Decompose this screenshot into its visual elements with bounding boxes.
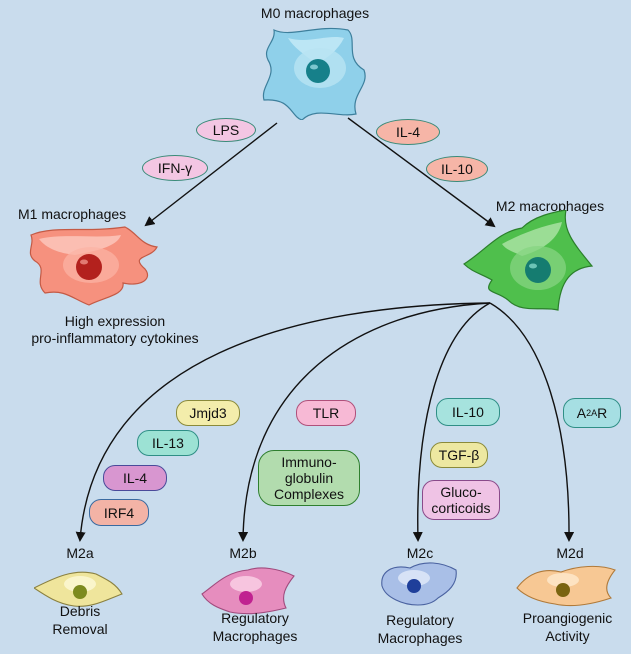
arrow-m2-to-m2d: [489, 302, 575, 542]
arrow-m0-to-m1: [144, 122, 278, 227]
gluco-line2: corticoids: [431, 500, 491, 516]
tgf-beta-pill: TGF-β: [430, 442, 488, 468]
a2a-sub: 2A: [586, 408, 598, 418]
m2d-desc-line2: Activity: [545, 628, 590, 644]
m2b-desc-line1: Regulatory: [221, 610, 289, 626]
arrow-m0-to-m2: [347, 117, 496, 228]
m2d-desc-line1: Proangiogenic: [522, 610, 613, 626]
il4-pill: IL-4: [376, 119, 440, 145]
arrow-m2-to-m2c: [412, 302, 491, 542]
a2a-main: A: [576, 405, 587, 421]
tlr-pill: TLR: [296, 400, 356, 426]
m0-label: M0 macrophages: [260, 5, 370, 21]
immunoglobulin-complexes-pill: Immuno- globulin Complexes: [258, 450, 360, 506]
m2d-label: M2d: [556, 545, 584, 561]
m2a-desc-line2: Removal: [52, 621, 108, 637]
a2a-tail: R: [597, 405, 608, 421]
m2c-desc-line1: Regulatory: [386, 612, 454, 628]
m2c-label: M2c: [406, 545, 434, 561]
immuno-line3: Complexes: [273, 486, 345, 502]
arrow-m2-to-m2a: [75, 302, 491, 542]
m2-label: M2 macrophages: [495, 198, 605, 214]
m2a-il4-pill: IL-4: [103, 465, 167, 491]
m2c-macrophage-cell: [381, 562, 457, 606]
immuno-line1: Immuno-: [281, 454, 337, 470]
m2d-macrophage-cell: [516, 565, 616, 607]
m1-desc-line2: pro-inflammatory cytokines: [31, 330, 199, 346]
m2b-desc-line2: Macrophages: [212, 628, 298, 644]
m2a-label: M2a: [66, 545, 94, 561]
lps-pill: LPS: [196, 118, 256, 142]
il13-pill: IL-13: [137, 430, 199, 456]
m1-desc-line1: High expression: [64, 313, 166, 329]
ifn-gamma-pill: IFN-γ: [142, 155, 208, 181]
m2c-desc-line2: Macrophages: [377, 630, 463, 646]
jmjd3-pill: Jmjd3: [176, 400, 240, 426]
m1-macrophage-cell: [29, 226, 158, 306]
gluco-line1: Gluco-: [440, 484, 482, 500]
m0-macrophage-cell: [262, 27, 366, 120]
m2a-desc-line1: Debris: [59, 603, 101, 619]
m2-macrophage-cell: [463, 210, 594, 311]
glucocorticoids-pill: Gluco- corticoids: [422, 480, 500, 520]
m2b-label: M2b: [229, 545, 257, 561]
arrow-m2-to-m2b: [238, 302, 491, 542]
m2b-macrophage-cell: [201, 567, 295, 615]
immuno-line2: globulin: [284, 470, 334, 486]
m2a-macrophage-cell: [34, 571, 123, 607]
irf4-pill: IRF4: [89, 499, 149, 526]
il10-pill: IL-10: [426, 156, 488, 182]
m2c-il10-pill: IL-10: [436, 398, 500, 426]
m1-label: M1 macrophages: [18, 206, 127, 222]
